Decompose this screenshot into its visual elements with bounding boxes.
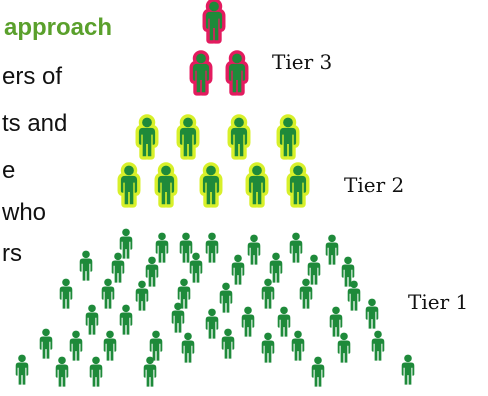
tier-1-person-icon-45	[143, 356, 157, 387]
body-text-line-2: ts and	[2, 110, 68, 137]
tier-3-person-icon-3	[225, 50, 249, 96]
tier-2-person-icon-2	[176, 114, 200, 160]
tier-1-person-icon-35	[149, 330, 163, 361]
tier-2-label: Tier 2	[344, 173, 405, 197]
tier-1-person-icon-7	[325, 234, 339, 265]
body-text-line-5: rs	[2, 240, 22, 267]
tier-3-label: Tier 3	[272, 50, 333, 74]
tier-1-person-icon-26	[171, 302, 185, 333]
tier-1-person-icon-11	[189, 252, 203, 283]
tier-1-person-icon-28	[241, 306, 255, 337]
tier-1-person-icon-22	[299, 278, 313, 309]
tier-1-person-icon-27	[205, 308, 219, 339]
tier-1-person-icon-42	[15, 354, 29, 385]
tier-1-person-icon-29	[277, 306, 291, 337]
tier-1-person-icon-16	[59, 278, 73, 309]
tier-1-person-icon-21	[261, 278, 275, 309]
tier-1-person-icon-18	[135, 280, 149, 311]
tier-1-person-icon-3	[179, 232, 193, 263]
tier-1-person-icon-17	[101, 278, 115, 309]
tier-2-person-icon-6	[154, 162, 178, 208]
tier-2-person-icon-5	[117, 162, 141, 208]
tier-1-person-icon-10	[145, 256, 159, 287]
tier-1-label: Tier 1	[408, 290, 469, 314]
tier-1-person-icon-31	[365, 298, 379, 329]
tier-1-person-icon-33	[69, 330, 83, 361]
tier-1-person-icon-40	[337, 332, 351, 363]
tier-1-person-icon-4	[205, 232, 219, 263]
body-text-line-1: ers of	[2, 63, 63, 90]
tier-2-person-icon-3	[227, 114, 251, 160]
section-heading: approach	[4, 14, 113, 41]
tier-1-person-icon-34	[103, 330, 117, 361]
tier-2-person-icon-4	[276, 114, 300, 160]
tier-1-person-icon-14	[307, 254, 321, 285]
tier-1-person-icon-8	[79, 250, 93, 281]
tier-1-person-icon-9	[111, 252, 125, 283]
tier-2-person-icon-9	[286, 162, 310, 208]
tier-2-person-icon-7	[199, 162, 223, 208]
tier-1-person-icon-32	[39, 328, 53, 359]
tier-3-person-icon-1	[202, 0, 226, 44]
tier-1-person-icon-38	[261, 332, 275, 363]
tier-1-person-icon-15	[341, 256, 355, 287]
body-text-line-4: who	[2, 199, 47, 226]
tier-1-person-icon-44	[89, 356, 103, 387]
tier-1-person-icon-39	[291, 330, 305, 361]
tier-1-person-icon-12	[231, 254, 245, 285]
tier-1-person-icon-23	[347, 280, 361, 311]
tier-1-person-icon-24	[85, 304, 99, 335]
tier-1-person-icon-36	[181, 332, 195, 363]
tier-1-person-icon-20	[219, 282, 233, 313]
tier-1-person-icon-47	[401, 354, 415, 385]
tier-1-person-icon-25	[119, 304, 133, 335]
tier-1-person-icon-6	[289, 232, 303, 263]
tier-2-person-icon-1	[135, 114, 159, 160]
tier-1-person-icon-37	[221, 328, 235, 359]
tier-1-person-icon-19	[177, 278, 191, 309]
tier-1-person-icon-30	[329, 306, 343, 337]
tier-1-person-icon-43	[55, 356, 69, 387]
tier-2-person-icon-8	[245, 162, 269, 208]
tier-1-person-icon-13	[269, 252, 283, 283]
tier-1-person-icon-5	[247, 234, 261, 265]
tier-1-person-icon-1	[119, 228, 133, 259]
tier-1-person-icon-41	[371, 330, 385, 361]
tier-1-person-icon-2	[155, 232, 169, 263]
body-text-line-3: e	[2, 157, 16, 184]
tier-1-person-icon-46	[311, 356, 325, 387]
tier-3-person-icon-2	[189, 50, 213, 96]
